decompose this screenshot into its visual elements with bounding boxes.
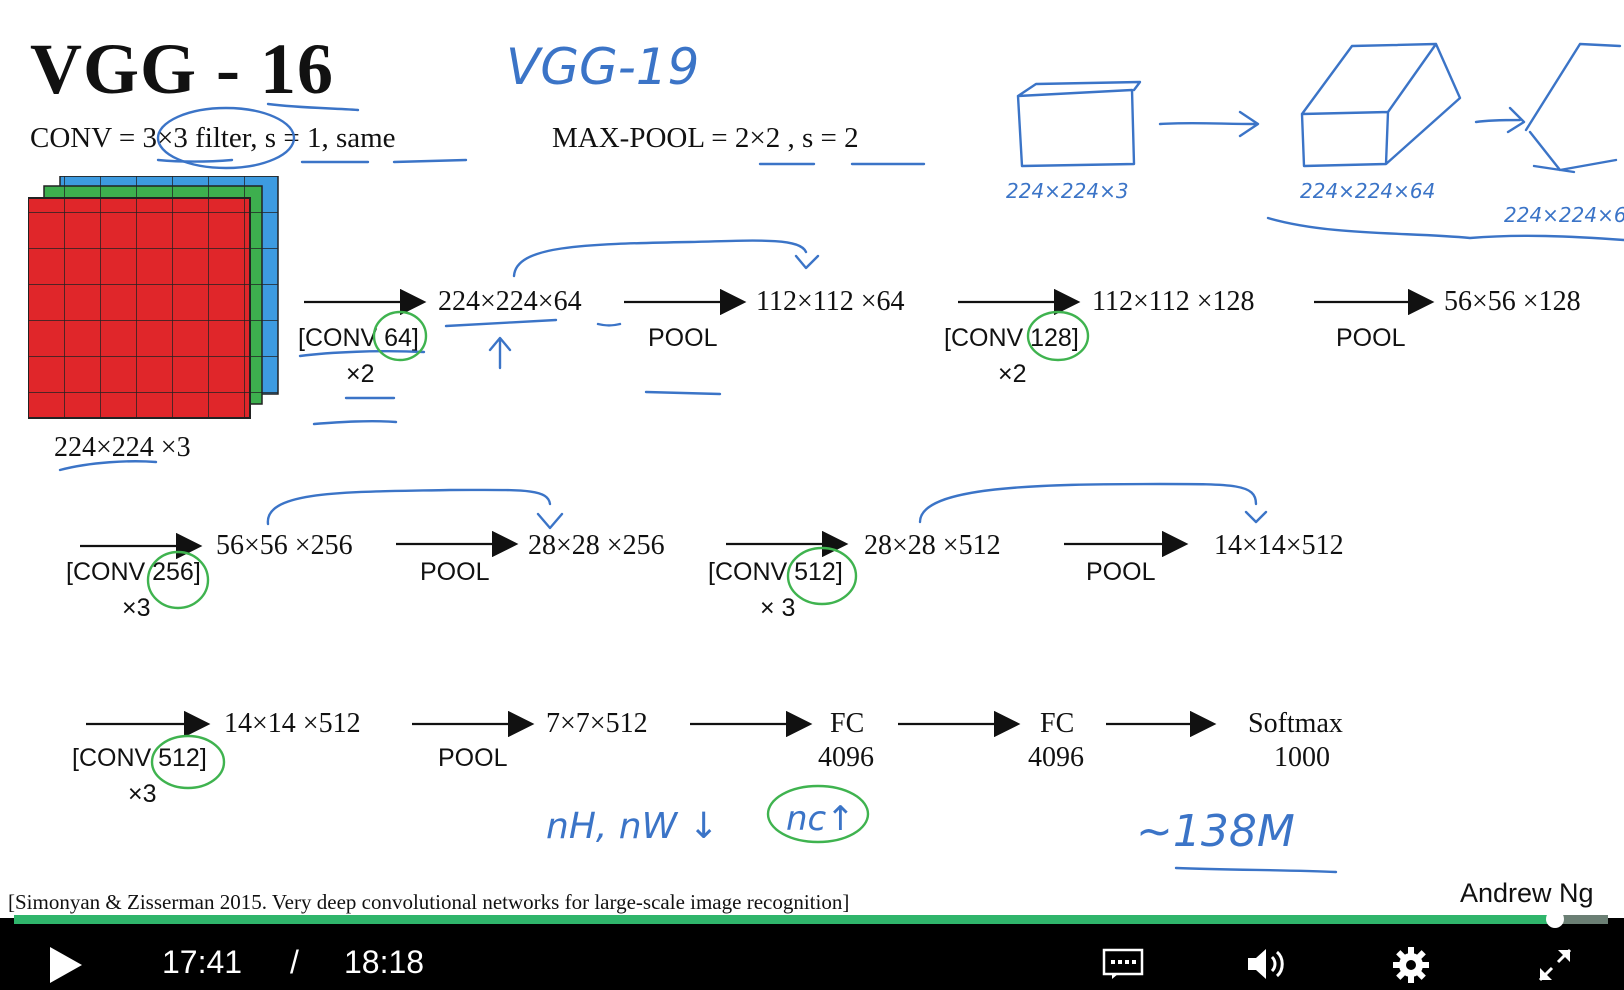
row2-label-conv512-repeat: × 3 <box>760 594 796 622</box>
row3-fc1-units: 4096 <box>818 742 874 773</box>
row3-label-conv512: [CONV 512] <box>72 744 207 772</box>
input-dims: 224×224 ×3 <box>54 432 191 463</box>
handwritten-vgg19: VGG-19 <box>506 38 699 96</box>
row3-dim-1: 14×14 ×512 <box>224 708 361 739</box>
row1-label-conv64-repeat: ×2 <box>346 360 375 388</box>
fullscreen-icon[interactable] <box>1536 946 1574 989</box>
row3-softmax-units: 1000 <box>1274 742 1330 773</box>
row2-label-conv256: [CONV 256] <box>66 558 201 586</box>
row3-softmax: Softmax <box>1248 708 1343 739</box>
row1-label-pool-2: POOL <box>1336 324 1406 352</box>
handwritten-params: ~138M <box>1136 806 1295 857</box>
row2-label-pool-2: POOL <box>1086 558 1156 586</box>
total-duration: 18:18 <box>344 944 425 980</box>
row3-fc2-units: 4096 <box>1028 742 1084 773</box>
play-icon[interactable] <box>48 945 84 990</box>
captions-icon[interactable] <box>1102 948 1144 985</box>
current-time: 17:41 <box>162 944 243 980</box>
row2-dim-2: 28×28 ×256 <box>528 530 665 561</box>
flow-arrows <box>80 288 1435 738</box>
progress-bar-played <box>14 915 1555 924</box>
citation: [Simonyan & Zisserman 2015. Very deep co… <box>8 890 850 914</box>
row1-dim-4: 56×56 ×128 <box>1444 286 1581 317</box>
handwritten-vol-2: 224×224×64 <box>1300 179 1435 203</box>
slide-drawings: VGG-19 224×224×3 224×224×64 224×224×64 <box>58 38 1624 874</box>
handwritten-vol-1: 224×224×3 <box>1006 179 1129 203</box>
row2-dim-3: 28×28 ×512 <box>864 530 1001 561</box>
row1-label-pool-1: POOL <box>648 324 718 352</box>
maxpool-definition: MAX-POOL = 2×2 , s = 2 <box>552 122 859 154</box>
lecture-slide: VGG - 16 CONV = 3×3 filter, s = 1, same … <box>8 29 1624 914</box>
row2-label-conv512: [CONV 512] <box>708 558 843 586</box>
handwritten-nc: nc↑ <box>786 799 855 839</box>
progress-scrubber-handle[interactable] <box>1546 910 1564 928</box>
row2-dim-4: 14×14×512 <box>1214 530 1344 561</box>
row2-label-conv256-repeat: ×3 <box>122 594 151 622</box>
handwritten-nh-nw: nH, nW ↓ <box>546 806 719 847</box>
volume-icon[interactable] <box>1246 946 1290 987</box>
row3-label-conv512-repeat: ×3 <box>128 780 157 808</box>
player-control-bar <box>0 918 1624 990</box>
handwritten-vol-3: 224×224×64 <box>1504 203 1624 227</box>
row1-dim-2: 112×112 ×64 <box>756 286 905 317</box>
row1-dim-1: 224×224×64 <box>438 286 582 317</box>
row3-dim-2: 7×7×512 <box>546 708 648 739</box>
row3-fc1: FC <box>830 708 865 739</box>
author-name: Andrew Ng <box>1460 878 1594 908</box>
time-separator: / <box>290 944 299 980</box>
row3-fc2: FC <box>1040 708 1075 739</box>
row1-label-conv128-repeat: ×2 <box>998 360 1027 388</box>
row1-label-conv128: [CONV 128] <box>944 324 1079 352</box>
row1-dim-3: 112×112 ×128 <box>1092 286 1255 317</box>
row2-dim-1: 56×56 ×256 <box>216 530 353 561</box>
conv-definition: CONV = 3×3 filter, s = 1, same <box>30 122 396 154</box>
slide-title: VGG - 16 <box>30 29 334 109</box>
row2-label-pool-1: POOL <box>420 558 490 586</box>
settings-icon[interactable] <box>1392 946 1430 989</box>
row1-label-conv64: [CONV 64] <box>298 324 419 352</box>
row3-label-pool: POOL <box>438 744 508 772</box>
input-volume <box>27 175 288 426</box>
